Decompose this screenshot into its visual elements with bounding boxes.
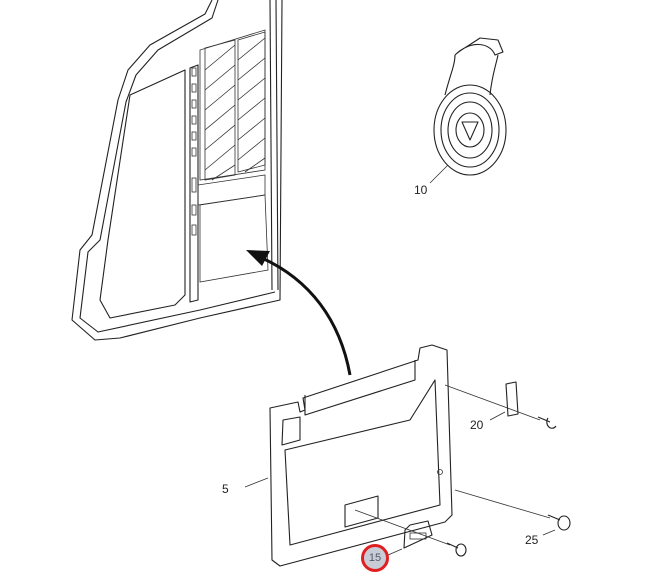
clip-drawing bbox=[354, 509, 467, 557]
bolt-drawing bbox=[454, 489, 571, 536]
panel-drawing bbox=[244, 344, 453, 567]
door-frame-drawing bbox=[71, 0, 283, 341]
frame-slots bbox=[191, 67, 197, 236]
install-arrow bbox=[246, 250, 352, 376]
callout-25[interactable]: 25 bbox=[525, 533, 539, 547]
hatched-area bbox=[204, 31, 266, 181]
callout-5[interactable]: 5 bbox=[222, 482, 229, 496]
callout-15-highlighted[interactable]: 15 bbox=[361, 544, 389, 572]
tape-roll-drawing bbox=[429, 37, 507, 184]
bracket-drawing bbox=[444, 381, 557, 429]
callout-20[interactable]: 20 bbox=[470, 418, 484, 432]
callout-10[interactable]: 10 bbox=[414, 183, 428, 197]
